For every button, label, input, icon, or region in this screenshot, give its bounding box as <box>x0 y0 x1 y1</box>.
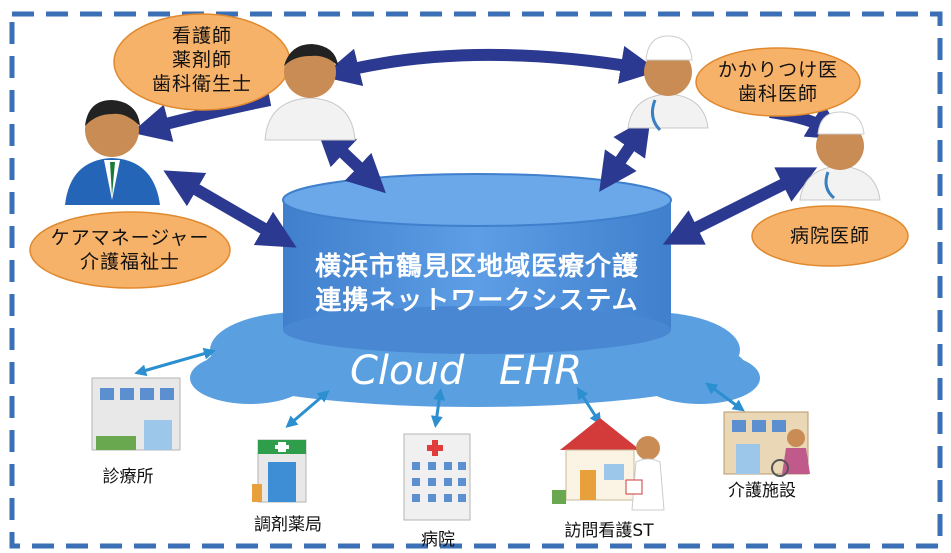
label-pharmacy: 調剤薬局 <box>254 515 322 535</box>
system-name-line1: 横浜市鶴見区地域医療介護 <box>314 252 639 282</box>
person-care-manager-icon <box>65 100 160 205</box>
label-pharmacist: 薬剤師 <box>171 49 232 71</box>
person-nurse-icon <box>264 44 356 141</box>
label-nurse-group: 看護師 薬剤師 歯科衛生士 <box>122 24 282 96</box>
arrow-care-facility <box>705 382 745 412</box>
label-family-doctor-group: かかりつけ医 歯科医師 <box>698 58 858 106</box>
bubble-care-manager <box>29 211 231 289</box>
arrow-nurse <box>316 126 386 194</box>
arc-arrow-top <box>321 45 659 87</box>
label-care-facility: 介護施設 <box>728 481 796 501</box>
arrow-clinic <box>134 347 216 377</box>
label-hospital-doctor: 病院医師 <box>789 225 870 247</box>
label-care-manager-group: ケアマネージャー 介護福祉士 <box>30 226 230 274</box>
arrow-pharmacy <box>285 390 330 428</box>
arrow-home-nursing <box>576 386 602 426</box>
clinic-building-icon <box>91 377 181 451</box>
arrow-hospital <box>430 388 446 428</box>
arrow-hospital-doctor <box>662 167 818 245</box>
bubble-family-doctor <box>695 47 861 117</box>
label-care-worker: 介護福祉士 <box>79 251 180 273</box>
label-home-nursing: 訪問看護ST <box>564 521 654 541</box>
pharmacy-building-icon <box>252 439 307 503</box>
person-family-doctor-icon <box>627 35 709 132</box>
label-care-manager: ケアマネージャー <box>50 227 210 249</box>
label-clinic: 診療所 <box>102 467 154 487</box>
system-name: 横浜市鶴見区地域医療介護 連携ネットワークシステム <box>283 250 671 318</box>
hospital-building-icon <box>403 433 471 521</box>
cloud-ehr-label: Cloud EHR <box>350 348 583 394</box>
arrow-care-manager <box>163 170 297 248</box>
home-nursing-house-icon <box>552 418 665 511</box>
label-nurse: 看護師 <box>171 25 232 47</box>
label-dentist: 歯科医師 <box>737 83 818 105</box>
label-dental-hygienist: 歯科衛生士 <box>151 73 252 95</box>
bubble-hospital-doctor <box>751 205 909 267</box>
person-hospital-doctor-icon <box>799 111 881 201</box>
care-facility-building-icon <box>723 411 810 477</box>
arrow-family-doctor <box>599 116 651 192</box>
dashed-frame <box>9 11 943 549</box>
label-hospital: 病院 <box>421 530 455 550</box>
arc-arrow-left <box>131 94 272 142</box>
label-family-doctor: かかりつけ医 <box>717 59 839 81</box>
system-name-line2: 連携ネットワークシステム <box>315 286 639 316</box>
